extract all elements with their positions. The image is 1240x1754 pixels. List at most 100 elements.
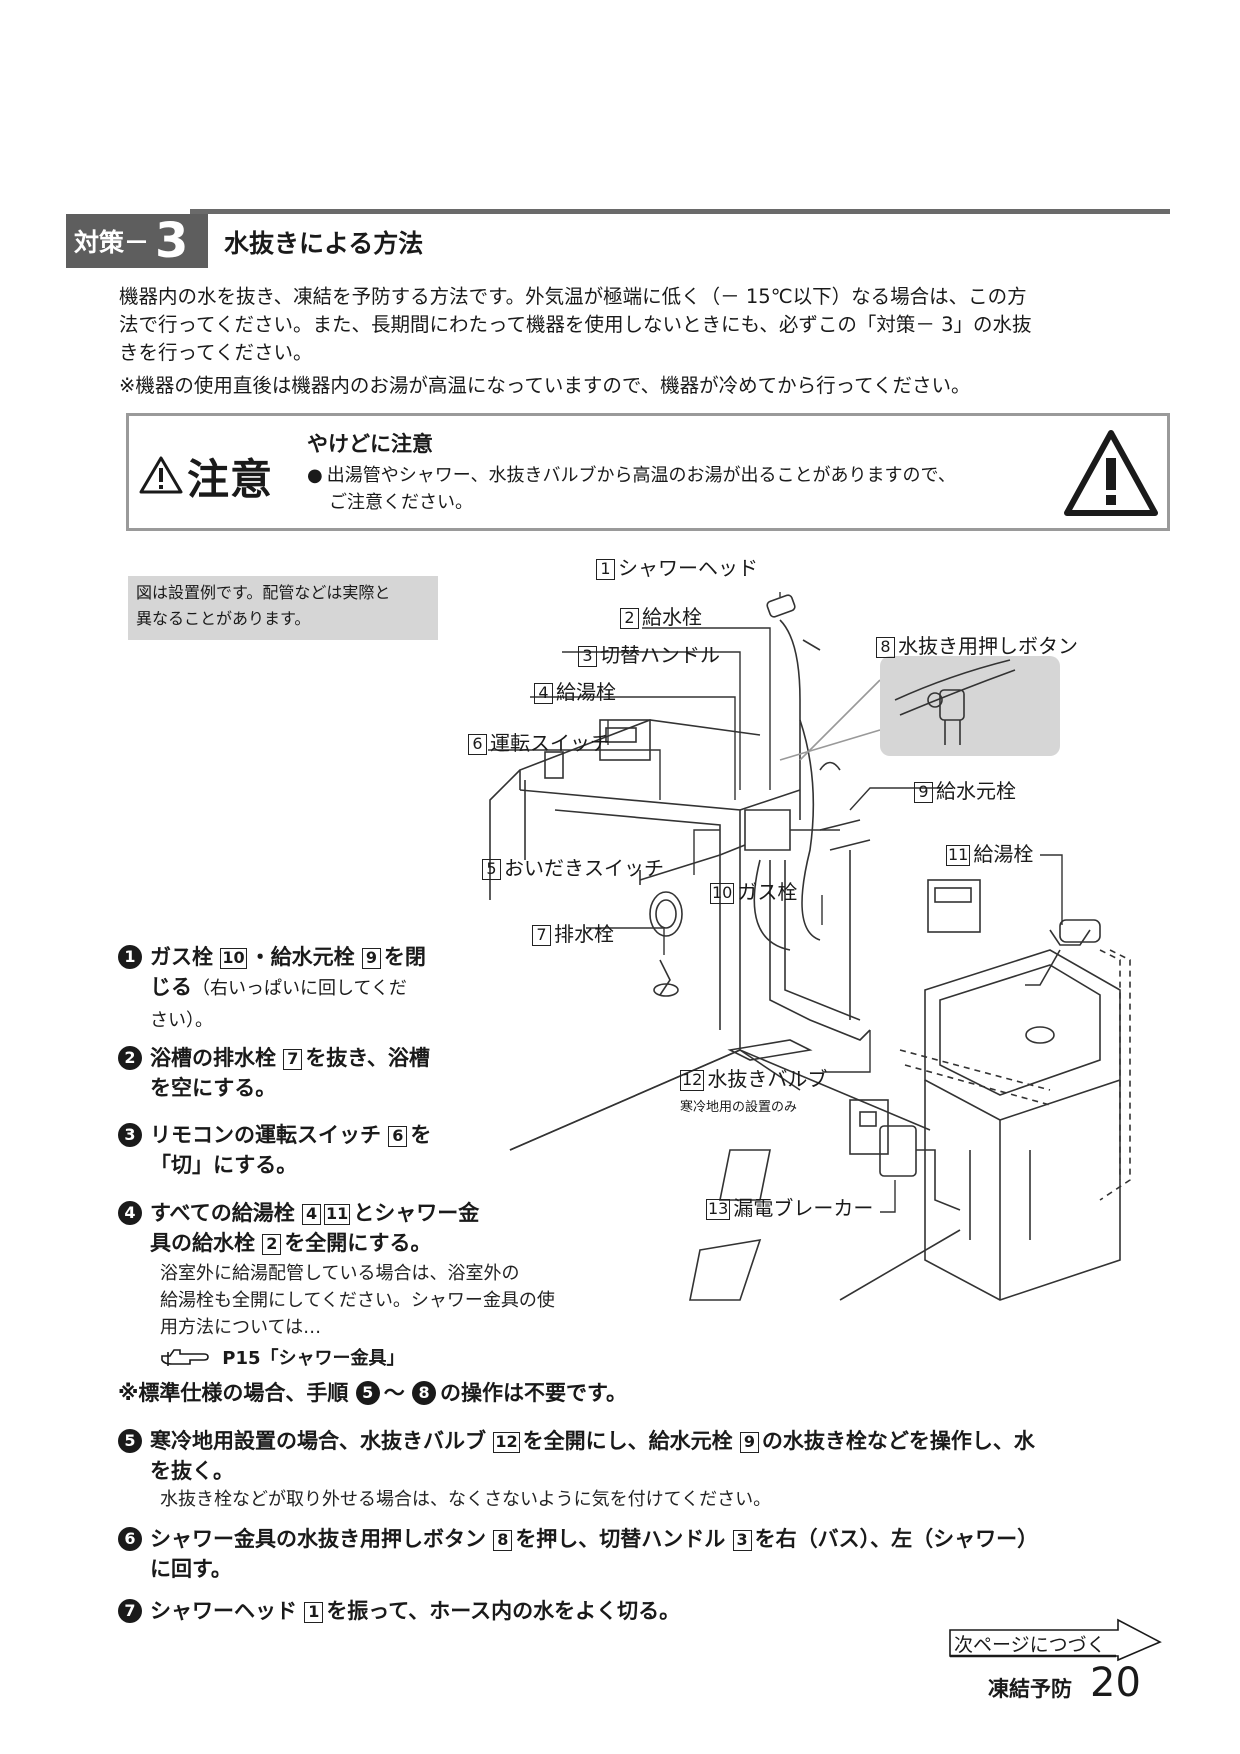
caution-word: 注意 <box>187 455 274 504</box>
label-text: 給湯栓 <box>973 842 1034 866</box>
caution-box: 注意 やけどに注意 ●出湯管やシャワー、水抜きバルブから高温のお湯が出ることがあ… <box>126 413 1170 531</box>
step-text: すべての給湯栓 <box>150 1201 295 1225</box>
step-number: 1 <box>118 945 142 969</box>
label-text: 給湯栓 <box>556 680 616 704</box>
step-text: を空にする。 <box>150 1076 277 1100</box>
caution-line: 出湯管やシャワー、水抜きバルブから高温のお湯が出ることがありますので、 <box>326 465 956 486</box>
step-text: 浴槽の排水栓 <box>150 1046 276 1070</box>
step-text: 具の給水栓 <box>150 1231 255 1255</box>
label-number: 13 <box>706 1199 731 1220</box>
label-number: 7 <box>532 925 551 946</box>
step-text: に回す。 <box>150 1557 232 1581</box>
label-number: 12 <box>680 1070 705 1091</box>
step-note: さい）。 <box>150 1010 213 1031</box>
page-reference[interactable]: P15「シャワー金具」 <box>160 1344 405 1370</box>
note-text: の操作は不要です。 <box>440 1381 627 1405</box>
label-text: 給水栓 <box>642 605 702 629</box>
diagram-note-line: 図は設置例です。配管などは実際と <box>136 583 391 602</box>
section-badge: 対策－ 3 <box>66 214 208 268</box>
label-number: 3 <box>578 646 597 667</box>
header-rule <box>190 209 1170 214</box>
step-number: 2 <box>118 1046 142 1070</box>
badge-text: 対策－ <box>74 228 150 257</box>
ref-number: 10 <box>220 948 247 969</box>
label-text: 漏電ブレーカー <box>733 1196 874 1220</box>
ref-number: 8 <box>493 1530 513 1551</box>
caution-body: ●出湯管やシャワー、水抜きバルブから高温のお湯が出ることがありますので、 ご注意… <box>307 462 1047 516</box>
page-reference-text: P15「シャワー金具」 <box>222 1348 405 1369</box>
detail-line: 給湯栓も全開にしてください。シャワー金具の使 <box>160 1290 555 1311</box>
caution-label: 注意 <box>139 446 273 507</box>
detail-line: 用方法については… <box>160 1317 322 1338</box>
ref-number: 4 <box>302 1204 322 1225</box>
step-number: 3 <box>118 1123 142 1147</box>
label-text: ガス栓 <box>737 880 798 904</box>
caution-line: ご注意ください。 <box>329 492 473 513</box>
step-text: 寒冷地用設置の場合、水抜きバルブ <box>150 1429 486 1453</box>
label-text: 水抜き用押しボタン <box>898 634 1078 658</box>
label-number: 9 <box>914 782 933 803</box>
detail-line: 浴室外に給湯配管している場合は、浴室外の <box>160 1263 520 1284</box>
diagram-note: 図は設置例です。配管などは実際と 異なることがあります。 <box>128 576 438 640</box>
ref-number: 2 <box>262 1234 282 1255</box>
step-text: を右（バス）、左（シャワー） <box>754 1527 1039 1551</box>
intro-line: 法で行ってください。また、長期間にわたって機器を使用しないときにも、必ずこの「対… <box>119 313 1032 336</box>
label-text: 切替ハンドル <box>600 643 720 667</box>
badge-number: 3 <box>155 213 189 269</box>
intro-paragraph: 機器内の水を抜き、凍結を予防する方法です。外気温が極端に低く（－ 15℃以下）な… <box>119 283 1169 367</box>
bathroom-diagram <box>488 592 1131 1301</box>
label-number: 5 <box>482 859 501 880</box>
intro-note: ※機器の使用直後は機器内のお湯が高温になっていますので、機器が冷めてから行ってく… <box>119 374 971 397</box>
label-number: 11 <box>946 845 971 866</box>
step-number: 8 <box>412 1381 437 1405</box>
label-text: 水抜きバルブ <box>707 1067 828 1091</box>
diagram-note-line: 異なることがあります。 <box>136 609 311 628</box>
label-number: 10 <box>710 883 735 904</box>
step-text: を全開にし、給水元栓 <box>522 1429 733 1453</box>
arrow-right-icon <box>949 1618 1162 1662</box>
page-number: 20 <box>1090 1660 1141 1706</box>
step-4-detail: 浴室外に給湯配管している場合は、浴室外の 給湯栓も全開にしてください。シャワー金… <box>160 1260 555 1341</box>
step-text: を押し、切替ハンドル <box>515 1527 726 1551</box>
label-text: 運転スイッチ <box>490 731 610 755</box>
label-text: おいだきスイッチ <box>504 856 664 880</box>
bullet: ● <box>307 465 323 486</box>
ref-number: 6 <box>388 1126 408 1147</box>
label-text: 排水栓 <box>554 922 614 946</box>
step-text: 「切」にする。 <box>150 1153 298 1177</box>
step-text: を振って、ホース内の水をよく切る。 <box>326 1599 681 1623</box>
ref-number: 3 <box>732 1530 752 1551</box>
footer-section-title: 凍結予防 <box>988 1677 1072 1701</box>
ref-number: 9 <box>739 1432 759 1453</box>
step-text: シャワー金具の水抜き用押しボタン <box>150 1527 486 1551</box>
label-number: 4 <box>534 683 553 704</box>
page-footer: 凍結予防 20 <box>988 1660 1141 1706</box>
step-text: の水抜き栓などを操作し、水 <box>761 1429 1035 1453</box>
step-number: 6 <box>118 1527 142 1551</box>
note-text: ※標準仕様の場合、手順 <box>118 1381 349 1405</box>
label-number: 1 <box>596 559 615 580</box>
label-number: 8 <box>876 637 895 658</box>
caution-title: やけどに注意 <box>307 432 433 456</box>
label-number: 6 <box>468 734 487 755</box>
next-page-arrow[interactable]: 次ページにつづく <box>948 1618 1164 1666</box>
step-text: を抜き、浴槽 <box>305 1046 430 1070</box>
label-text: 給水元栓 <box>936 779 1016 803</box>
